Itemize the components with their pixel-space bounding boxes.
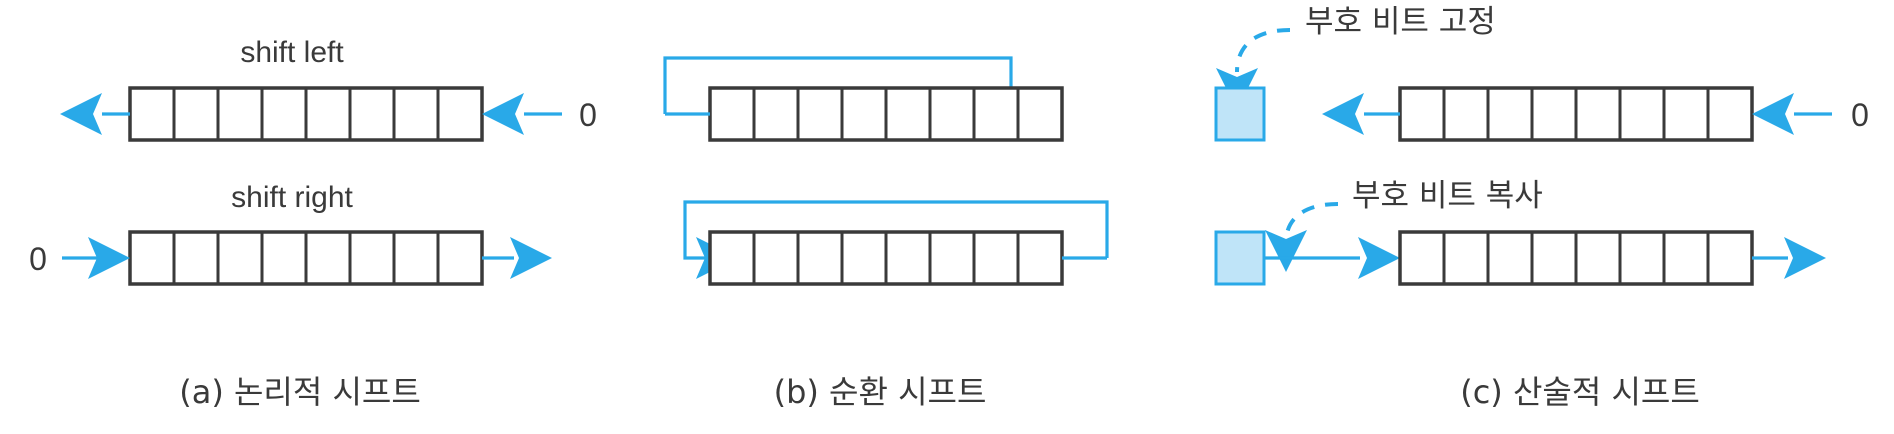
sign-bit-fixed-pointer <box>1216 28 1291 110</box>
register-shift-left <box>128 86 484 142</box>
shift-right-input-arrow <box>62 237 130 279</box>
caption-panel-b: (b) 순환 시프트 <box>774 373 987 411</box>
shift-left-input-value: 0 <box>579 97 597 133</box>
shift-left-output-arrow <box>60 93 130 135</box>
shift-right-label: shift right <box>231 181 353 214</box>
shift-right-input-value: 0 <box>29 241 47 277</box>
arith-left-input-value: 0 <box>1851 97 1869 133</box>
sign-bit-copy-pointer <box>1265 202 1339 272</box>
arith-right-copy-wire <box>1264 237 1400 279</box>
sign-bit-box-right <box>1214 230 1266 286</box>
caption-panel-c: (c) 산술적 시프트 <box>1460 373 1700 411</box>
arith-left-input-arrow <box>1752 93 1832 135</box>
arith-left-output-arrow <box>1322 93 1400 135</box>
register-shift-right <box>128 230 484 286</box>
shift-left-input-arrow <box>482 93 562 135</box>
caption-panel-a: (a) 논리적 시프트 <box>179 373 421 411</box>
register-arith-right <box>1398 230 1754 286</box>
rotate-right-feedback-wire <box>683 200 1109 279</box>
sign-bit-box-left <box>1214 86 1266 142</box>
annotation-sign-bit-copy: 부호 비트 복사 <box>1352 178 1543 214</box>
register-rotate-left <box>708 86 1064 142</box>
shift-left-label: shift left <box>240 36 344 69</box>
register-arith-left <box>1398 86 1754 142</box>
annotation-sign-bit-fixed: 부호 비트 고정 <box>1305 4 1496 40</box>
register-rotate-right <box>708 230 1064 286</box>
shift-right-output-arrow <box>482 237 552 279</box>
arith-right-output-arrow <box>1752 237 1826 279</box>
